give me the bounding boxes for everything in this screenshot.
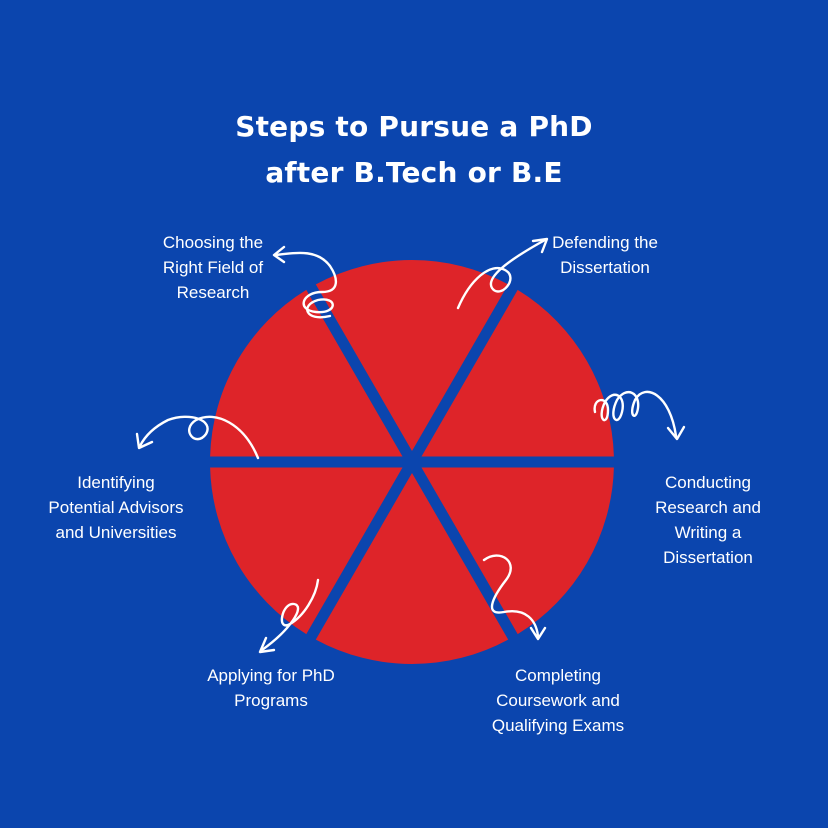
arrow-6 — [138, 415, 260, 460]
arrow-3-head — [666, 425, 686, 441]
title-line-1: Steps to Pursue a PhD — [235, 110, 593, 143]
step-label-completing-coursework: Completing Coursework and Qualifying Exa… — [491, 666, 625, 735]
step-label-choosing-field: Choosing the Right Field of Research — [162, 233, 264, 302]
arrow-2 — [456, 238, 547, 310]
wheel-segment-completing-coursework — [315, 473, 509, 664]
step-label-identifying-advisors: Identifying Potential Advisors and Unive… — [48, 473, 184, 542]
wheel-segment-identifying-advisors — [210, 289, 403, 457]
step-label-defending-dissertation: Defending the Dissertation — [552, 233, 658, 277]
arrow-4-head — [529, 626, 547, 641]
page-title: Steps to Pursue a PhD after B.Tech or B.… — [0, 104, 828, 196]
arrow-4 — [482, 554, 540, 638]
step-label-applying-programs: Applying for PhD Programs — [207, 666, 335, 710]
title-line-2: after B.Tech or B.E — [265, 156, 563, 189]
arrow-1 — [274, 251, 337, 319]
wheel-segment-choosing-field — [315, 260, 509, 451]
arrow-2-head — [531, 237, 549, 254]
wheel-segment-defending-dissertation — [421, 289, 614, 457]
wheel-segment-conducting-research — [421, 467, 614, 635]
arrow-5-head — [258, 636, 276, 654]
step-label-conducting-research: Conducting Research and Writing a Disser… — [655, 473, 761, 567]
arrow-1-head — [272, 245, 286, 264]
wheel-segment-applying-programs — [210, 467, 403, 635]
arrow-6-head — [135, 432, 154, 450]
arrow-3 — [593, 390, 678, 438]
arrow-5 — [260, 578, 320, 652]
